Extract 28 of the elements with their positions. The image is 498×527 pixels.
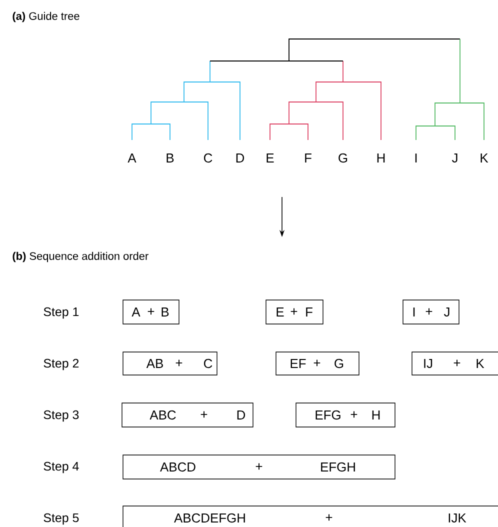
alignment-box: A + B — [122, 300, 180, 324]
alignment-box: I + J — [402, 300, 460, 324]
step-label: Step 5 — [44, 513, 79, 525]
panel-heading: (b) Sequence addition order — [12, 252, 148, 262]
alignment-box: IJ + K — [412, 352, 498, 376]
step-label: Step 1 — [44, 307, 79, 319]
alignment-box: EF + G — [276, 352, 360, 376]
leaf-label: A — [128, 154, 136, 162]
leaf-label: J — [452, 154, 458, 163]
leaf-label: E — [266, 154, 274, 162]
leaf-label: C — [204, 153, 212, 163]
leaf-label: F — [305, 154, 312, 162]
leaf-label: B — [166, 154, 174, 162]
alignment-box: E + F — [266, 300, 324, 324]
leaf-label: H — [377, 154, 385, 162]
step-label: Step 4 — [44, 462, 79, 474]
leaf-label: I — [415, 154, 417, 162]
step-label: Step 2 — [44, 358, 79, 370]
leaf-label: G — [338, 153, 348, 163]
leaf-label: D — [236, 154, 244, 162]
step-label: Step 3 — [44, 410, 79, 422]
alignment-box: ABCDEFGH + IJK — [122, 506, 498, 527]
leaf-label: K — [480, 154, 488, 162]
alignment-box: EFG + H — [296, 402, 396, 428]
panel-heading: (a) Guide tree — [12, 12, 80, 22]
alignment-box: ABCD + EFGH — [122, 454, 396, 480]
alignment-box: AB + C — [122, 352, 218, 376]
alignment-box: ABC + D — [122, 402, 254, 428]
